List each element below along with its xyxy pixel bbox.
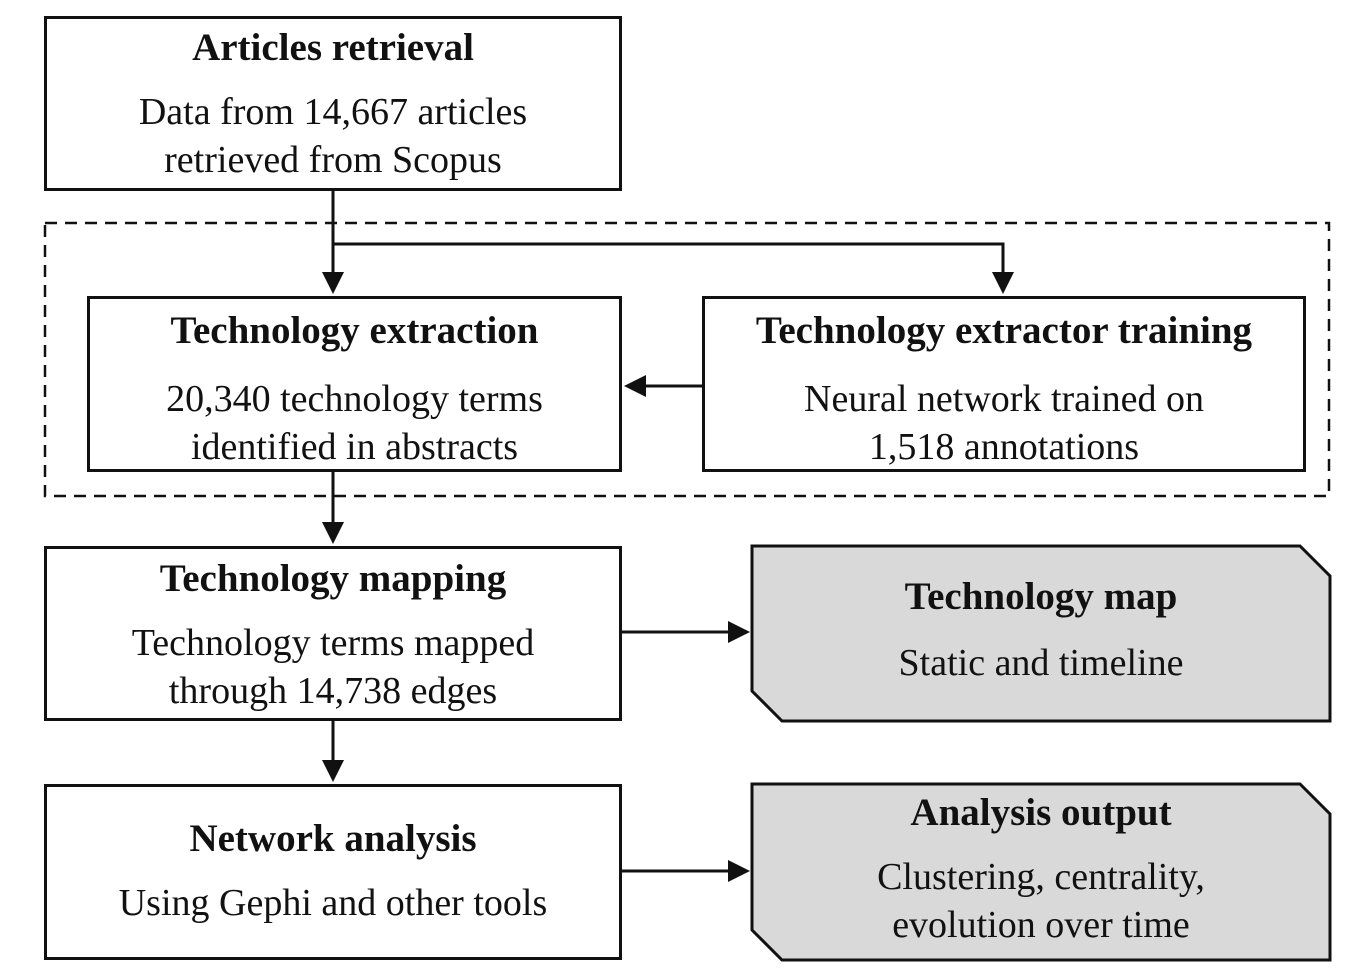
network-analysis-title: Network analysis	[189, 817, 477, 860]
technology-extraction-title: Technology extraction	[170, 309, 539, 352]
network-analysis-box: Network analysis Using Gephi and other t…	[44, 784, 622, 960]
analysis-output-output: Analysis output Clustering, centrality, …	[752, 784, 1330, 960]
arrow-network-to-output	[622, 860, 750, 882]
analysis-output-line2: evolution over time	[892, 904, 1190, 946]
arrow-training-to-extraction	[624, 375, 702, 397]
arrow-mapping-to-network	[322, 721, 344, 782]
technology-mapping-title: Technology mapping	[159, 557, 507, 600]
articles-retrieval-line2: retrieved from Scopus	[164, 139, 502, 181]
technology-extraction-line1: 20,340 technology terms	[166, 378, 543, 420]
extractor-training-box: Technology extractor training Neural net…	[702, 296, 1306, 472]
dashed-group-frame	[43, 221, 1331, 498]
extractor-training-line1: Neural network trained on	[804, 378, 1204, 420]
articles-retrieval-title: Articles retrieval	[192, 26, 474, 69]
technology-map-title: Technology map	[904, 574, 1178, 618]
analysis-output-title: Analysis output	[910, 791, 1172, 834]
network-analysis-line1: Using Gephi and other tools	[118, 882, 548, 924]
arrow-retrieval-to-training	[333, 242, 1014, 294]
technology-extraction-box: Technology extraction 20,340 technology …	[87, 296, 622, 472]
technology-mapping-box: Technology mapping Technology terms mapp…	[44, 546, 622, 721]
analysis-output-shape	[750, 782, 1332, 962]
extractor-training-line2: 1,518 annotations	[868, 426, 1140, 468]
technology-mapping-line2: through 14,738 edges	[168, 670, 498, 712]
analysis-output-line1: Clustering, centrality,	[877, 856, 1205, 898]
technology-map-line1: Static and timeline	[898, 641, 1184, 684]
technology-extraction-line2: identified in abstracts	[190, 426, 519, 468]
extractor-training-title: Technology extractor training	[755, 309, 1253, 352]
technology-map-output: Technology map Static and timeline	[752, 546, 1330, 721]
arrow-extraction-to-mapping	[322, 472, 344, 544]
articles-retrieval-box: Articles retrieval Data from 14,667 arti…	[44, 16, 622, 191]
technology-map-shape	[750, 544, 1332, 723]
articles-retrieval-line1: Data from 14,667 articles	[138, 91, 528, 133]
arrow-mapping-to-map	[622, 621, 750, 643]
technology-mapping-line1: Technology terms mapped	[131, 622, 535, 664]
arrow-retrieval-to-extraction	[322, 191, 344, 294]
